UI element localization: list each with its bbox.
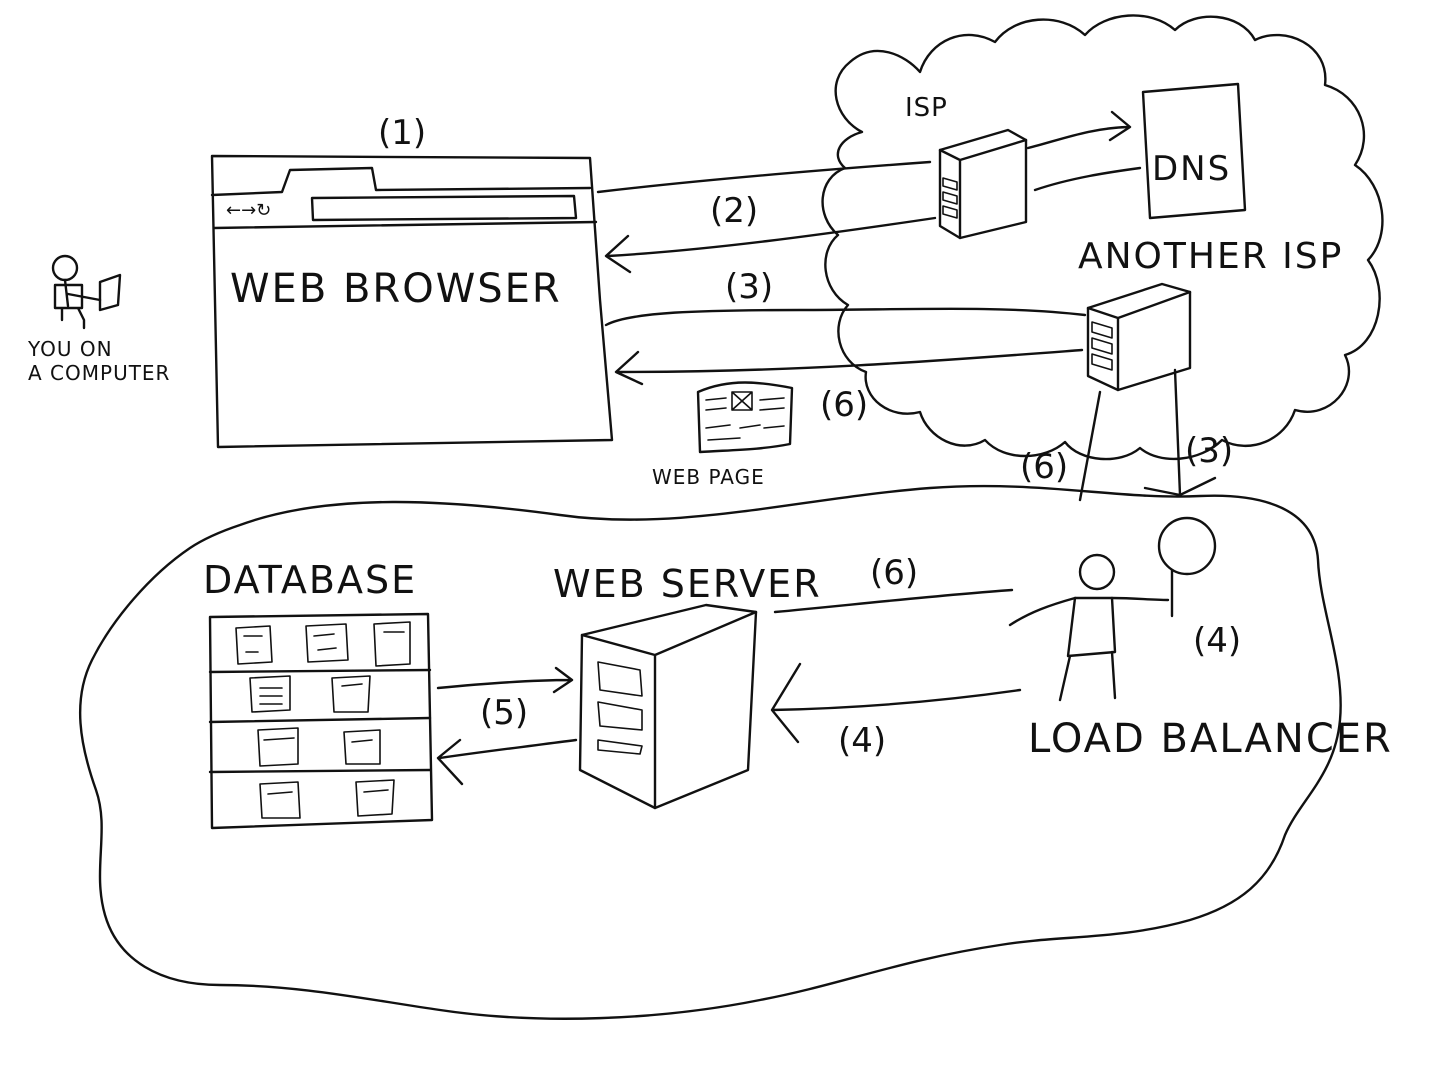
lb-to-isp-line [1078,390,1102,502]
isp-to-lb-arrow [1143,368,1217,497]
lb-to-server-arrow [770,662,1022,744]
web-browser-window [210,154,614,449]
dns-box [1141,82,1247,220]
database-shelf [208,612,434,830]
load-balancer-head [1078,553,1116,591]
step-2-label: (2) [710,191,758,231]
local-network-blob [78,484,1342,1020]
step-6-label-top: (6) [820,385,868,425]
user-head [51,254,79,282]
user-at-computer [51,254,122,330]
load-balancer-sign-icon [1157,516,1217,576]
browser-nav-icons: ←→↻ [226,200,271,221]
another-isp-label: ANOTHER ISP [1078,236,1343,277]
step-3-label-right: (3) [1185,431,1233,471]
browser-to-isp-line [596,160,932,194]
web-server-label: WEB SERVER [553,562,822,606]
web-server [578,603,758,810]
step-4-label-bottom: (4) [838,721,886,761]
web-browser-label: WEB BROWSER [230,266,562,312]
database-records [235,621,411,819]
web-page-label: WEB PAGE [652,465,765,489]
dns-to-isp-arrow [1033,166,1142,192]
step-4-label-right: (4) [1193,621,1241,661]
internet-cloud [821,14,1384,461]
user-label-line1: YOU ON [27,337,113,361]
browser-to-another-isp-line [604,307,1087,327]
load-balancer-figure [1008,516,1217,702]
isp-label: ISP [905,93,948,123]
user-label-line2: A COMPUTER [28,361,170,385]
dns-label: DNS [1152,149,1231,189]
load-balancer-label: LOAD BALANCER [1028,716,1393,762]
database-label: DATABASE [203,558,417,602]
isp-server [938,128,1028,240]
web-page-icon [696,381,794,454]
step-1-label: (1) [378,113,426,153]
isp-to-browser-arrow [604,216,937,274]
address-bar [310,194,578,222]
db-to-server-arrow [436,666,574,694]
another-isp-to-browser-arrow [614,348,1084,386]
server-to-db-arrow [436,738,578,786]
laptop-icon [98,273,122,312]
step-5-label: (5) [480,693,528,733]
isp-to-dns-arrow [1026,110,1132,150]
server-to-lb-line [773,588,1014,614]
step-6-label-right: (6) [1020,447,1068,487]
another-isp-server [1086,282,1192,392]
step-6-label-bottom: (6) [870,553,918,593]
step-3-label: (3) [725,267,773,307]
